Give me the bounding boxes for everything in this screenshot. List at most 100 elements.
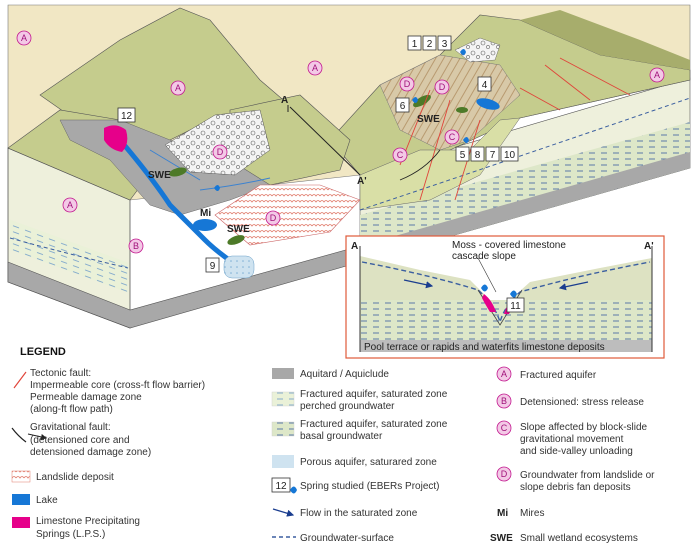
spring-number-box: 1 [407, 35, 422, 51]
legend-zone-c-text-3: and side-valley unloading [520, 446, 633, 457]
legend-tectonic-1: Tectonic fault: [30, 368, 91, 379]
legend-tectonic-3: Permeable damage zone [30, 392, 142, 403]
inset-basal [360, 300, 652, 340]
porous-swatch [272, 455, 294, 468]
legend-zone-c: C [496, 420, 512, 436]
legend-landslide: Landslide deposit [36, 472, 114, 483]
legend-spring-drop-icon [290, 486, 297, 494]
spring-number-box: 6 [395, 97, 410, 113]
svg-text:D: D [501, 469, 508, 479]
section-line [289, 106, 361, 176]
spring-number-box: 10 [500, 146, 519, 162]
tectonic-fault-icon [13, 371, 27, 389]
swe-patch-4 [456, 107, 468, 113]
swe-label: SWE [417, 114, 440, 125]
legend-zone-c-text-1: Slope affected by block-slide [520, 422, 648, 433]
lake-mi [193, 219, 217, 231]
svg-text:9: 9 [210, 261, 216, 272]
legend-grav-1: Gravitational fault: [30, 422, 111, 433]
svg-text:4: 4 [482, 80, 488, 91]
svg-text:B: B [501, 396, 507, 406]
legend-zone-b: B [496, 393, 512, 409]
swe-label: SWE [227, 224, 250, 235]
svg-text:6: 6 [400, 101, 406, 112]
spring-number-box: 5 [455, 146, 470, 162]
zone-marker: A [649, 67, 665, 83]
legend-lps-1: Limestone Precipitating [36, 516, 140, 527]
front-perched-aquifer [10, 219, 128, 293]
aquitard-swatch [272, 368, 294, 379]
gravitational-fault-icon [11, 427, 27, 443]
inset-top-note: Moss - covered limestone [452, 240, 566, 251]
tributary-2 [199, 177, 271, 191]
legend-perched-1: Fractured aquifer, saturated zone [300, 389, 448, 400]
legend-zone-d-text-2: slope debris fan deposits [520, 482, 631, 493]
legend-zone-d: D [496, 466, 512, 482]
inset-cross-section: A A' Moss - covered limestone cascade sl… [345, 235, 665, 359]
spring-number-box: 2 [422, 35, 437, 51]
zone-marker: C [444, 129, 460, 145]
block-diagram: A A' A A A A A B C C D D D D 1 2 3 4 5 8… [7, 4, 691, 329]
svg-text:A: A [175, 83, 181, 93]
gravitational-fault [399, 149, 441, 181]
svg-text:12: 12 [121, 111, 133, 122]
svg-text:D: D [270, 213, 277, 223]
svg-text:3: 3 [442, 39, 448, 50]
spring-number-box: 8 [470, 146, 485, 162]
flow-arrow-icon [272, 508, 295, 517]
inset-spring-box: 11 [506, 297, 525, 313]
legend-mi-code: Mi [497, 508, 508, 519]
svg-text:A: A [654, 70, 660, 80]
inset-leader [477, 257, 497, 293]
svg-text:D: D [404, 79, 411, 89]
upper-rubble [454, 37, 501, 63]
svg-text:10: 10 [504, 150, 516, 161]
legend-flow: Flow in the saturated zone [300, 508, 418, 519]
legend-perched-2: perched groundwater [300, 401, 395, 412]
spring-number-box: 12 [117, 107, 136, 123]
swe-label: SWE [148, 170, 171, 181]
legend-zone-a-text: Fractured aquifer [520, 370, 597, 381]
lake-upper-right [476, 98, 500, 110]
spring-drop-1 [460, 49, 466, 55]
legend-porous: Porous aquifer, saturared zone [300, 457, 437, 468]
zone-marker: D [399, 76, 415, 92]
zone-marker: A [62, 197, 78, 213]
inset-bottom-note: Pool terrace or rapids and waterfits lim… [364, 342, 605, 353]
svg-text:B: B [133, 241, 139, 251]
legend-basal-2: basal groundwater [300, 431, 383, 442]
inset-spring-right [510, 290, 517, 298]
porous-aquifer-fan [223, 255, 255, 279]
legend-zone-c-text-2: gravitational movement [520, 434, 624, 445]
inset-flow-arrow-right [558, 281, 589, 291]
gravitational-arrow-icon [27, 433, 47, 440]
zone-marker: B [128, 238, 144, 254]
landslide-deposit [214, 184, 361, 246]
legend-lake: Lake [36, 495, 58, 506]
main-stream [118, 138, 234, 265]
svg-text:8: 8 [475, 150, 481, 161]
spring-drop-5 [463, 137, 469, 143]
legend-spring-box: 12 [271, 477, 291, 493]
lps-deposit [104, 125, 128, 152]
perched-swatch [271, 391, 295, 407]
swe-patch-2 [227, 235, 245, 245]
legend: LEGEND Tectonic fault: Impermeable core … [11, 346, 655, 544]
zone-marker: A [307, 60, 323, 76]
spring-drop-d [214, 185, 220, 191]
legend-tectonic-2: Impermeable core (cross-ft flow barrier) [30, 380, 205, 391]
zone-marker: D [212, 144, 228, 160]
svg-text:2: 2 [427, 39, 433, 50]
svg-text:7: 7 [490, 150, 496, 161]
legend-grav-2: (detensioned core and [30, 435, 130, 446]
lower-right-slope [359, 117, 521, 211]
svg-text:A: A [501, 369, 507, 379]
legend-swe-code: SWE [490, 533, 513, 544]
svg-text:5: 5 [460, 150, 466, 161]
svg-text:C: C [449, 132, 456, 142]
basal-swatch [271, 421, 295, 437]
zone-marker: A [16, 30, 32, 46]
inset-gw-surface [361, 261, 651, 325]
spring-drop-6 [412, 97, 418, 103]
